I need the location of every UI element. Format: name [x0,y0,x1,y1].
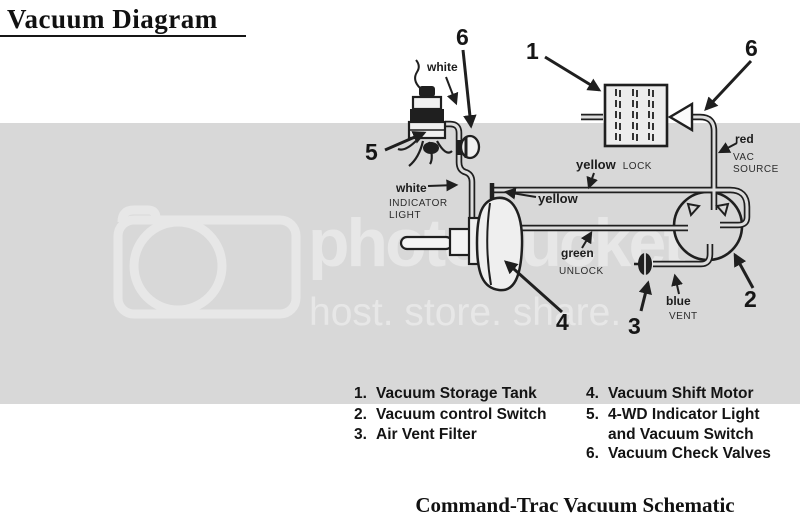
white-top-arrow [445,76,459,106]
callout-4: 4 [556,309,569,335]
legend-item-3: 3. Air Vent Filter [354,426,477,443]
legend-item-2: 2. Vacuum control Switch [354,405,547,423]
callout-5: 5 [365,139,378,165]
lamp-bulb [419,86,435,97]
label-vac-source: VAC SOURCE [733,152,779,175]
switch-port-marks [686,202,730,218]
hose-cores [445,115,749,266]
label-unlock: UNLOCK [559,266,604,277]
callout-arrow-6-left [461,49,477,129]
camera-body [113,215,301,319]
callout-6-right: 6 [745,35,758,61]
label-yellow-mid: yellow [538,191,578,206]
vacuum-check-valve-left [457,134,481,160]
schematic-caption: Command-Trac Vacuum Schematic [415,493,735,517]
callout-1: 1 [526,38,539,64]
label-white-left: white [396,181,427,195]
title-underline [0,35,246,37]
photobucket-camera-icon [113,205,301,319]
vacuum-storage-tank [603,83,669,148]
label-white-top: white [427,60,458,74]
label-vent: VENT [669,311,698,322]
legend-item-6: 6. Vacuum Check Valves [586,445,771,462]
shift-motor-rod [399,235,454,251]
watermark-tagline-text: host. store. share. [309,291,622,334]
callout-arrows [384,49,755,314]
callout-arrow-2 [733,252,755,289]
white-left-arrow [427,179,459,192]
lamp-wire-curl [414,59,421,89]
label-lock: LOCK [622,161,652,172]
air-vent-filter [634,253,652,275]
callout-6-left: 6 [456,24,469,50]
callout-3: 3 [628,313,641,339]
blue-arrow [671,273,683,295]
label-yellow-lock: yellow LOCK [576,156,652,174]
yellow-mid-arrow [503,187,537,200]
legend-left-column: 1. Vacuum Storage Tank 2. Vacuum control… [354,384,547,446]
label-indicator-light: INDICATOR LIGHT [389,198,448,221]
legend-right-column: 4. Vacuum Shift Motor 5. 4-WD Indicator … [586,384,771,465]
legend-item-1: 1. Vacuum Storage Tank [354,385,537,402]
indicator-light-and-vacuum-switch [397,59,453,167]
legend-item-4: 4. Vacuum Shift Motor [586,385,754,402]
callout-2: 2 [744,286,757,312]
label-arrows [427,76,738,295]
shift-motor-diaphragm [475,196,524,292]
callout-arrow-6-right [704,59,753,111]
switch-wires [397,139,453,167]
yellow-lock-arrow [586,172,598,190]
label-green: green [561,246,594,260]
callout-arrow-1 [544,55,602,92]
green-arrow [580,230,593,249]
legend-item-5-line2: and Vacuum Switch [608,426,754,443]
vacuum-check-valve-right [667,101,694,133]
page-title: Vacuum Diagram [7,4,218,34]
legend-item-5: 5. 4-WD Indicator Light [586,405,760,423]
red-arrow [717,142,738,154]
label-yellow-lock-color: yellow [576,157,616,172]
camera-lens [129,217,227,315]
tank-corrugations [615,89,654,142]
callout-arrow-4 [503,260,563,314]
callout-arrow-5 [384,131,427,152]
label-red: red [735,132,754,146]
callout-arrow-3 [638,280,652,312]
camera-flash-bump [117,205,161,223]
label-blue: blue [666,294,691,308]
